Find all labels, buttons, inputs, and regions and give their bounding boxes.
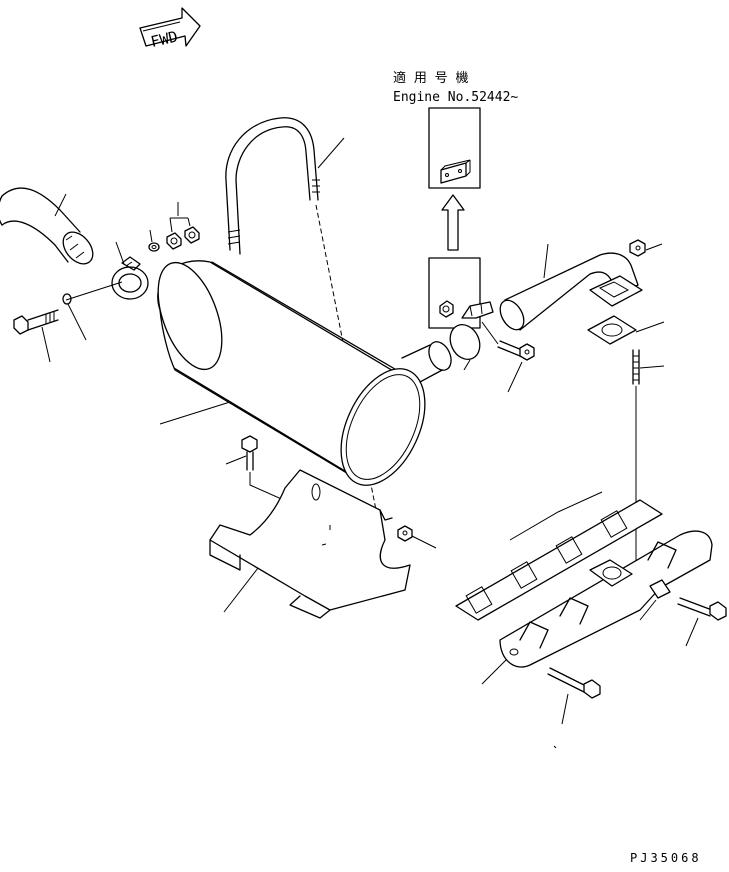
- applicability-engine-label: Engine No.52442~: [393, 90, 518, 105]
- tick-mark: [553, 745, 557, 749]
- applicability-jp-label: 適 用 号 機: [393, 70, 468, 86]
- leader-outlet-clamp: [463, 359, 471, 371]
- washer-nuts-set: [148, 226, 200, 252]
- muffler-bracket: [209, 469, 411, 619]
- gasket-elbow: [587, 315, 637, 345]
- manifold-bolt-bottom: [547, 667, 601, 699]
- replacement-arrow-icon: [441, 194, 465, 251]
- leader-washer: [149, 229, 153, 243]
- leader-bracket-nut: [411, 535, 437, 549]
- leader-spacer: [639, 599, 657, 621]
- leader-bolt-left: [41, 326, 51, 363]
- outlet-clamp: [449, 301, 494, 361]
- leader-nut-elbow: [645, 243, 663, 251]
- bracket-bolt: [241, 435, 258, 471]
- leader-manifold: [481, 659, 507, 685]
- bracket-nut: [397, 525, 413, 542]
- leader-stud: [639, 365, 665, 369]
- exhaust-manifold: [499, 530, 713, 668]
- muffler: [157, 260, 452, 486]
- leader-bracket: [223, 567, 259, 613]
- leader-tube: [54, 193, 67, 217]
- leader-washer-left: [67, 303, 87, 341]
- drawing-code: PJ35068: [630, 851, 702, 865]
- manifold-bolt-right: [677, 597, 727, 621]
- leader-nuts: [169, 202, 191, 233]
- leader-elbow-pipe: [543, 243, 549, 279]
- stud: [632, 349, 640, 385]
- leader-gaskets: [509, 491, 603, 541]
- leader-clamp: [115, 241, 125, 265]
- leader-bracket-bolt: [225, 455, 247, 465]
- clamp: [111, 256, 149, 300]
- leader-outlet-bolt: [507, 361, 523, 393]
- leader-gasket: [635, 321, 665, 333]
- inset-new-part: [428, 107, 481, 189]
- bolt-left: [13, 293, 72, 335]
- leader-bolt-axis: [65, 281, 123, 301]
- leader-bolt-axis-right: [481, 321, 499, 345]
- inset-old-part: [428, 257, 481, 329]
- leader-bolt-bottom: [561, 693, 569, 725]
- u-bolt: [225, 117, 320, 255]
- manifold-gaskets: [455, 499, 663, 621]
- fwd-arrow-icon: [139, 7, 201, 47]
- nut-elbow: [629, 239, 646, 257]
- outlet-clamp-bolt: [497, 340, 535, 361]
- exhaust-tube: [0, 187, 94, 265]
- leader-muffler: [159, 401, 231, 425]
- leader-bolt-right: [685, 617, 699, 647]
- spacer: [649, 579, 671, 599]
- leader-u-bolt: [317, 137, 345, 169]
- fwd-label: FWD: [149, 27, 179, 51]
- elbow-pipe: [499, 252, 643, 331]
